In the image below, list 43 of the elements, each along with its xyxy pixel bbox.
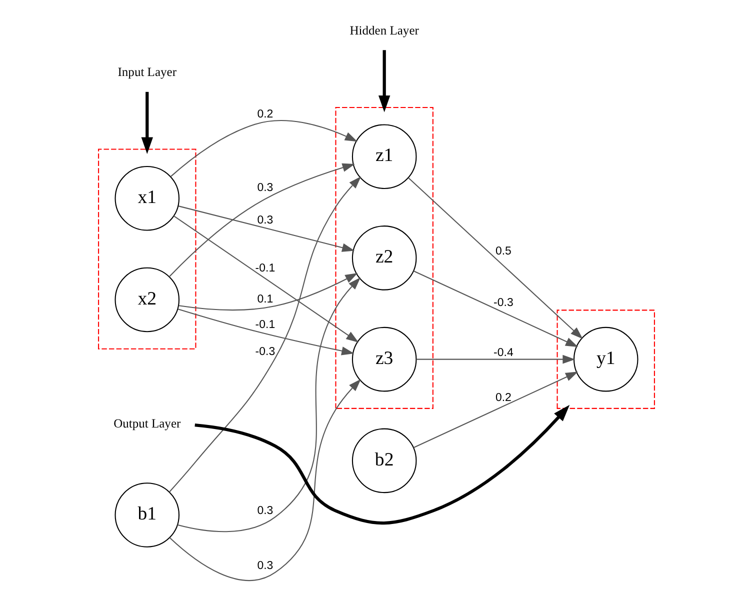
edge-label: -0.3 [493, 296, 513, 309]
node-circle: x2 [114, 267, 180, 332]
edge-label: -0.1 [254, 262, 275, 274]
arrow [412, 270, 578, 347]
edge-label: -0.1 [254, 318, 275, 331]
arrow [178, 273, 358, 310]
edge-label: 0.3 [256, 182, 273, 194]
node-circle: y1 [572, 326, 638, 392]
arrow [408, 178, 582, 340]
arrow [168, 163, 354, 278]
node-text: Output Layer [113, 416, 180, 430]
arrow [170, 120, 358, 178]
edge-label: 0.3 [256, 560, 273, 572]
arrow [140, 92, 152, 154]
edge-label: 0.3 [256, 504, 273, 517]
edge-label: 0.1 [256, 294, 273, 306]
node-circle: z1 [351, 124, 416, 189]
edge-label: -0.4 [493, 346, 513, 359]
arrow [178, 206, 354, 252]
node-circle: z3 [351, 326, 416, 392]
arrow [194, 404, 570, 525]
cluster [334, 106, 433, 409]
arrow [416, 354, 575, 364]
node-circle: z2 [351, 226, 416, 290]
edge-label: 0.2 [256, 108, 273, 121]
edge-label: 0.3 [256, 214, 273, 226]
node-text: Hidden Layer [349, 23, 418, 38]
node-circle: b2 [351, 428, 416, 494]
arrow [378, 50, 390, 112]
arrow [168, 379, 360, 581]
node-text: Input Layer [117, 65, 176, 80]
arrow [176, 277, 360, 532]
arrow [412, 372, 578, 448]
node-circle: x1 [114, 166, 180, 231]
arrow [177, 308, 354, 356]
edge-label: 0.5 [494, 246, 511, 258]
edge-label: -0.3 [254, 346, 275, 358]
arrow [173, 216, 358, 342]
arrow [168, 176, 361, 492]
cluster [98, 148, 196, 350]
edge-label: 0.2 [494, 392, 511, 404]
cluster [556, 310, 654, 409]
node-circle: b1 [114, 482, 180, 548]
